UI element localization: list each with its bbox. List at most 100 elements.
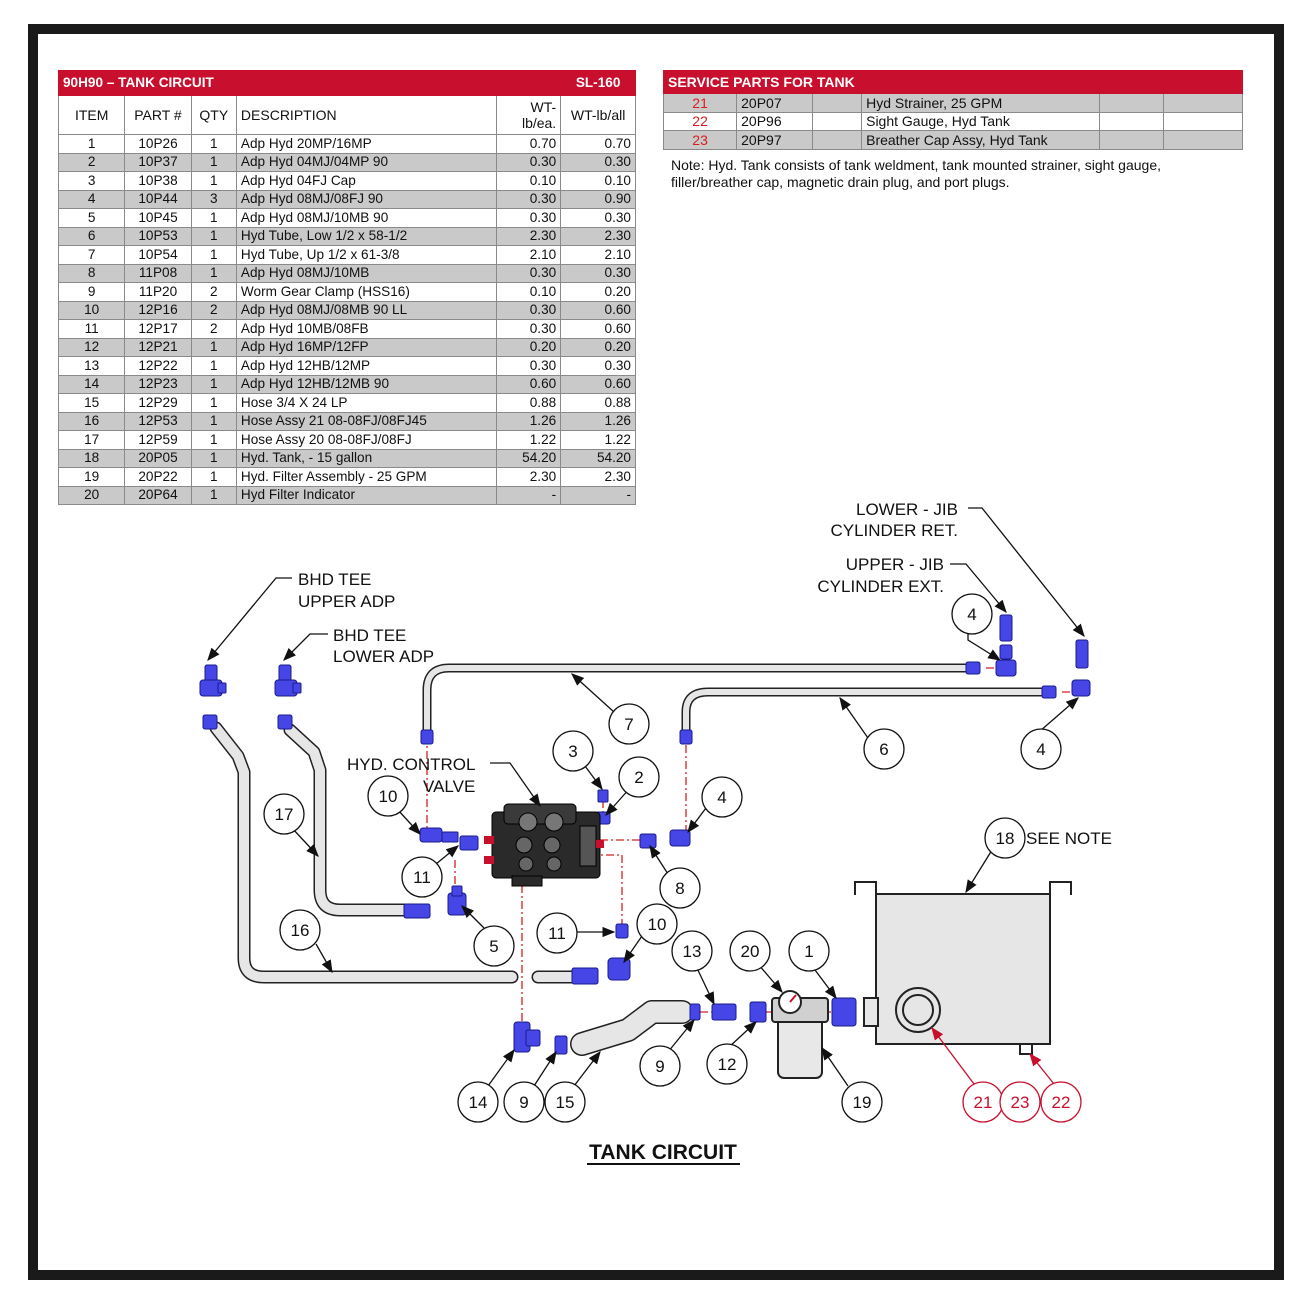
callout-number: 11 bbox=[548, 924, 566, 943]
wt-ea-cell: - bbox=[495, 485, 562, 505]
item-cell: 5 bbox=[57, 208, 126, 228]
hose-15 bbox=[570, 1000, 694, 1056]
label-bhd-lower-2: LOWER ADP bbox=[333, 647, 434, 666]
wt-ea-cell: 0.20 bbox=[495, 337, 562, 357]
service-callout-circle bbox=[1040, 1081, 1082, 1123]
qty-cell: 1 bbox=[190, 337, 237, 357]
fittings-valve-bottom bbox=[513, 923, 631, 1055]
callout-number: 13 bbox=[683, 942, 702, 961]
description-cell: Adp Hyd 12HB/12MB 90 bbox=[235, 374, 497, 394]
part-cell: 20P05 bbox=[124, 448, 192, 468]
part-cell: 12P16 bbox=[124, 300, 192, 320]
item-cell: 2 bbox=[57, 152, 126, 172]
fittings-valve-right bbox=[595, 789, 691, 849]
callout-circle bbox=[367, 775, 409, 817]
callout-circle bbox=[788, 930, 830, 972]
wt-ea-cell: 2.30 bbox=[495, 226, 562, 246]
service-blank-cell bbox=[1163, 130, 1243, 150]
page-frame bbox=[28, 24, 1284, 1280]
hose-16 bbox=[209, 721, 580, 984]
part-cell: 12P17 bbox=[124, 319, 192, 339]
service-blank-cell bbox=[1098, 111, 1165, 131]
qty-cell: 1 bbox=[190, 411, 237, 431]
col-wt-ea: WT-lb/ea. bbox=[495, 95, 562, 135]
description-cell: Hyd. Filter Assembly - 25 GPM bbox=[235, 467, 497, 487]
callout-bubble: 12 bbox=[706, 1043, 748, 1085]
callout-circle bbox=[841, 1081, 883, 1123]
description-cell: Adp Hyd 12HB/12MP bbox=[235, 356, 497, 376]
item-cell: 16 bbox=[57, 411, 126, 431]
col-wt-all: WT-lb/all bbox=[560, 95, 636, 135]
label-bhd-lower-1: BHD TEE bbox=[333, 626, 406, 645]
wt-all-cell: 0.30 bbox=[560, 263, 636, 283]
callout-bubble: 16 bbox=[279, 909, 321, 951]
description-cell: Adp Hyd 08MJ/08MB 90 LL bbox=[235, 300, 497, 320]
diagram-title: TANK CIRCUIT bbox=[589, 1141, 737, 1164]
description-cell: Adp Hyd 08MJ/08FJ 90 bbox=[235, 189, 497, 209]
service-callout-bubble: 22 bbox=[1040, 1081, 1082, 1123]
qty-cell: 1 bbox=[190, 208, 237, 228]
callout-circle bbox=[552, 730, 594, 772]
callout-circle bbox=[473, 925, 515, 967]
wt-all-cell: 0.30 bbox=[560, 356, 636, 376]
callout-circle bbox=[544, 1081, 586, 1123]
wt-ea-cell: 1.26 bbox=[495, 411, 562, 431]
callout-bubble: 7 bbox=[608, 703, 650, 745]
callout-number: 10 bbox=[648, 915, 667, 934]
wt-ea-cell: 0.70 bbox=[495, 134, 562, 154]
service-callout-number: 21 bbox=[974, 1093, 993, 1112]
parts-table-sheet: SL-160 bbox=[560, 70, 636, 96]
callout-circle bbox=[1020, 728, 1062, 770]
part-cell: 12P21 bbox=[124, 337, 192, 357]
col-description: DESCRIPTION bbox=[235, 95, 497, 135]
service-leader-lines bbox=[931, 1026, 1055, 1085]
callout-number: 14 bbox=[469, 1093, 488, 1112]
wt-all-cell: 0.60 bbox=[560, 300, 636, 320]
service-table-title: SERVICE PARTS FOR TANK bbox=[662, 70, 863, 94]
callout-circle bbox=[984, 817, 1026, 859]
wt-ea-cell: 0.30 bbox=[495, 356, 562, 376]
callout-number: 2 bbox=[634, 768, 643, 787]
part-cell: 10P45 bbox=[124, 208, 192, 228]
col-qty: QTY bbox=[190, 95, 237, 135]
label-bhd-upper-1: BHD TEE bbox=[298, 570, 371, 589]
qty-cell: 1 bbox=[190, 152, 237, 172]
callout-number: 7 bbox=[624, 715, 633, 734]
callout-bubble: 9 bbox=[639, 1045, 681, 1087]
callout-circle bbox=[706, 1043, 748, 1085]
callout-circle bbox=[279, 909, 321, 951]
callout-number: 20 bbox=[741, 942, 760, 961]
callout-bubble: 4 bbox=[1020, 728, 1062, 770]
part-cell: 20P64 bbox=[124, 485, 192, 505]
label-bhd-upper-2: UPPER ADP bbox=[298, 592, 395, 611]
leader-lines bbox=[207, 507, 1085, 1087]
qty-cell: 3 bbox=[190, 189, 237, 209]
callout-bubble: 18 bbox=[984, 817, 1026, 859]
label-jib-lower-2: CYLINDER RET. bbox=[830, 521, 958, 540]
service-blank-cell bbox=[1163, 111, 1243, 131]
callout-circle bbox=[608, 703, 650, 745]
part-cell: 10P54 bbox=[124, 245, 192, 265]
callout-number: 4 bbox=[967, 605, 976, 624]
service-blank-cell bbox=[1098, 93, 1165, 113]
callout-bubble: 20 bbox=[729, 930, 771, 972]
callout-number: 6 bbox=[879, 740, 888, 759]
service-callout-number: 23 bbox=[1011, 1093, 1030, 1112]
wt-all-cell: 0.30 bbox=[560, 152, 636, 172]
callout-number: 3 bbox=[568, 742, 577, 761]
service-description-cell: Sight Gauge, Hyd Tank bbox=[861, 111, 1100, 131]
